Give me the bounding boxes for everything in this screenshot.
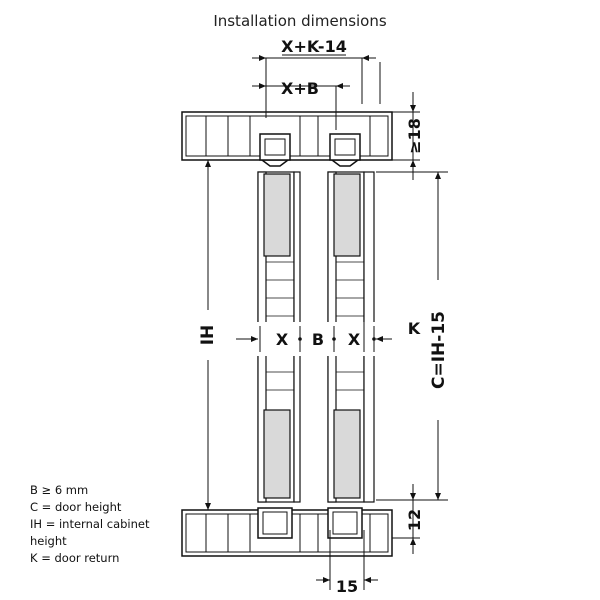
label-x-left: X (276, 330, 289, 349)
legend-line: IH = internal cabinet (30, 517, 150, 531)
bottom-track-profile (181, 507, 393, 557)
label-x-plus-b: X+B (281, 79, 319, 98)
label-x-plus-k-minus-14: X+K-14 (281, 37, 347, 56)
legend-line: C = door height (30, 500, 122, 514)
label-k: K (408, 319, 421, 338)
legend-line: B ≥ 6 mm (30, 483, 89, 497)
label-ih: IH (198, 325, 218, 346)
xbx-dots (298, 337, 376, 341)
label-15: 15 (336, 577, 358, 596)
diagram-title: Installation dimensions (213, 12, 387, 30)
label-b: B (312, 330, 324, 349)
xbx-band (240, 322, 380, 356)
top-track-profile (181, 111, 393, 167)
label-min-18: ≥18 (405, 118, 424, 154)
legend-line: height (30, 534, 67, 548)
legend: B ≥ 6 mm C = door height IH = internal c… (30, 482, 200, 567)
label-x-right: X (348, 330, 361, 349)
label-12: 12 (405, 509, 424, 531)
label-c-equals-ih-minus-15: C=IH-15 (429, 311, 449, 389)
legend-line: K = door return (30, 551, 120, 565)
